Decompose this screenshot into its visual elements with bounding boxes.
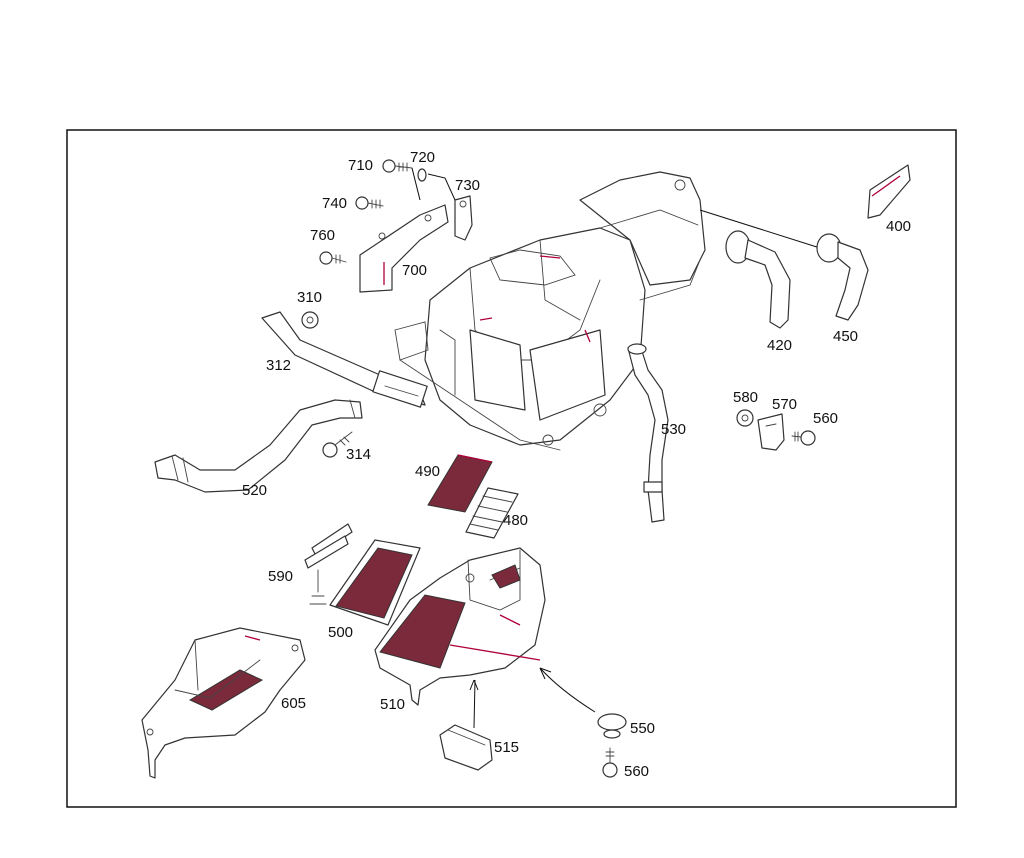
arrow-head-550 xyxy=(539,667,552,680)
bolt-760[interactable] xyxy=(319,251,347,265)
label-515: 515 xyxy=(494,739,519,756)
clip-570[interactable] xyxy=(757,413,785,451)
bracket-730[interactable] xyxy=(454,195,473,241)
hose-530[interactable] xyxy=(627,343,669,523)
bracket-700[interactable] xyxy=(359,204,449,293)
nut-580[interactable] xyxy=(736,409,754,427)
bolt-710[interactable] xyxy=(382,159,413,173)
label-720: 720 xyxy=(410,149,435,166)
label-710: 710 xyxy=(348,157,373,174)
strap-312[interactable] xyxy=(261,311,428,408)
label-510: 510 xyxy=(380,696,405,713)
label-480: 480 xyxy=(503,512,528,529)
lower-housing-510[interactable] xyxy=(374,547,546,706)
bottom-tray-605[interactable] xyxy=(141,627,306,779)
seal-strip-590[interactable] xyxy=(304,523,353,605)
label-700: 700 xyxy=(402,262,427,279)
cover-515[interactable] xyxy=(439,724,493,771)
leader-515 xyxy=(473,679,476,729)
label-312: 312 xyxy=(266,357,291,374)
label-560-upper: 560 xyxy=(813,410,838,427)
hose-520[interactable] xyxy=(154,399,363,493)
leader-550-arrow xyxy=(539,667,596,713)
filter-490[interactable] xyxy=(427,454,493,513)
duct-400[interactable] xyxy=(867,164,911,219)
washer-720[interactable] xyxy=(417,168,427,182)
leader-hose-connection xyxy=(699,209,821,249)
label-580: 580 xyxy=(733,389,758,406)
label-520: 520 xyxy=(242,482,267,499)
label-310: 310 xyxy=(297,289,322,306)
leader-710 xyxy=(411,167,421,201)
label-530: 530 xyxy=(661,421,686,438)
bolt-740[interactable] xyxy=(355,196,384,210)
grommet-550[interactable] xyxy=(597,713,627,739)
hose-450[interactable] xyxy=(816,233,869,321)
nut-310[interactable] xyxy=(301,311,319,329)
label-740: 740 xyxy=(322,195,347,212)
bolt-560-lower[interactable] xyxy=(602,747,618,778)
label-550: 550 xyxy=(630,720,655,737)
label-570: 570 xyxy=(772,396,797,413)
filter-tray-500[interactable] xyxy=(329,539,421,626)
hose-420[interactable] xyxy=(725,230,791,329)
bolt-314[interactable] xyxy=(322,431,353,458)
label-560-lower: 560 xyxy=(624,763,649,780)
leader-720 xyxy=(427,173,456,201)
hvac-housing[interactable] xyxy=(394,171,706,451)
arrow-head-515 xyxy=(469,679,479,691)
label-450: 450 xyxy=(833,328,858,345)
label-314: 314 xyxy=(346,446,371,463)
label-590: 590 xyxy=(268,568,293,585)
label-605: 605 xyxy=(281,695,306,712)
diagram-frame xyxy=(66,129,957,808)
label-490: 490 xyxy=(415,463,440,480)
filter-480[interactable] xyxy=(465,487,519,539)
label-760: 760 xyxy=(310,227,335,244)
bolt-560-upper[interactable] xyxy=(791,430,816,446)
label-730: 730 xyxy=(455,177,480,194)
label-500: 500 xyxy=(328,624,353,641)
label-420: 420 xyxy=(767,337,792,354)
label-400: 400 xyxy=(886,218,911,235)
